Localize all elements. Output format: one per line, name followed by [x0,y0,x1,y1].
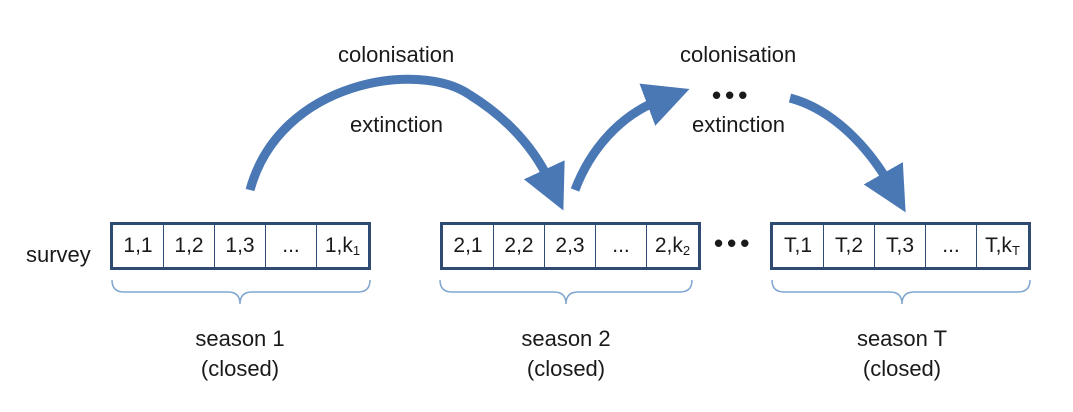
survey-cell: 2,1 [443,225,494,267]
survey-cell-text: 1,2 [174,234,204,257]
brace-season-T [771,279,1031,305]
survey-cell-text: 1,3 [225,234,255,257]
ellipsis-middle: ••• [714,228,754,258]
survey-cell-subscript: 1 [352,242,361,258]
survey-cell-text: 1,k [324,234,353,257]
survey-cell: 1,2 [164,225,215,267]
season-status: (closed) [200,356,280,381]
survey-cell-subscript: T [1011,242,1020,258]
survey-cell: T,2 [824,225,875,267]
survey-cell: ... [926,225,977,267]
survey-cell-text: 2,1 [453,234,483,257]
survey-cell: 1,1 [113,225,164,267]
survey-cell: 2,2 [494,225,545,267]
season-status: (closed) [862,356,942,381]
survey-cell-text: 2,k [654,234,683,257]
survey-cell-text: T,3 [885,234,914,257]
arrow2-colonisation-label: colonisation [680,42,797,67]
survey-label: survey [26,242,91,267]
season-2-caption: season 2 (closed) [486,324,646,384]
arrow1-colonisation-label: colonisation [338,42,455,67]
survey-cell-text: 2,2 [504,234,534,257]
ellipsis-top: ••• [712,80,752,110]
survey-cell: T,1 [773,225,824,267]
arrow-season2-to-ellipsis [570,83,690,192]
season-1-caption: season 1 (closed) [160,324,320,384]
survey-cell-text: T,2 [834,234,863,257]
survey-cell-subscript: 2 [682,242,691,258]
arrow-season1-to-season2 [245,74,565,211]
survey-cell: T,3 [875,225,926,267]
survey-cell-text: T,k [985,234,1012,257]
season-T-caption: season T (closed) [822,324,982,384]
survey-cell-text: 2,3 [555,234,585,257]
survey-cell: 2,3 [545,225,596,267]
season-name: season 2 [521,326,611,351]
survey-cell-text: 1,1 [123,234,153,257]
survey-cell-text: ... [942,234,960,257]
brace-season-2 [439,279,693,305]
survey-cell-text: ... [282,234,300,257]
brace-season-1 [111,279,371,305]
arrow2-extinction-label: extinction [692,112,785,137]
survey-cell: ... [596,225,647,267]
arrow-ellipsis-to-seasonT [788,93,906,213]
season-name: season T [856,326,948,351]
survey-cell-text: ... [612,234,630,257]
season-name: season 1 [195,326,285,351]
survey-cell: 1,3 [215,225,266,267]
survey-cell-text: T,1 [783,234,812,257]
survey-cell: ... [266,225,317,267]
season-status: (closed) [526,356,606,381]
arrow1-extinction-label: extinction [350,112,443,137]
